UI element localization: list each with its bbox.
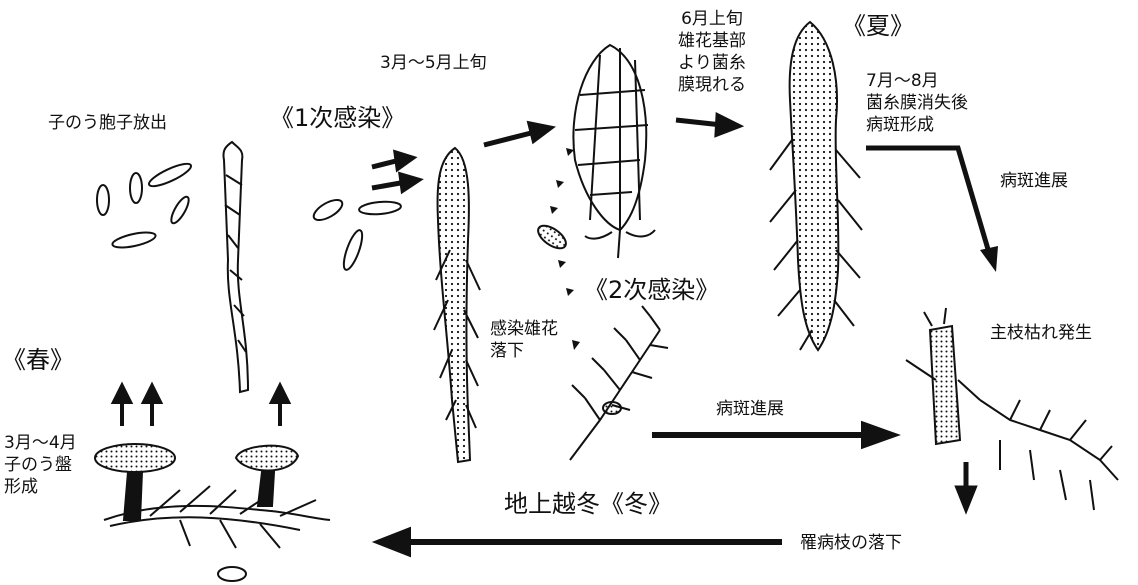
arrow-to-flower [484, 124, 550, 145]
apothecia-line-2: 子のう盤 [4, 454, 77, 476]
julaug-line-3: 病斑形成 [866, 114, 968, 136]
spring-up-arrows [114, 386, 288, 426]
secondary-infection-title: 《2次感染》 [584, 276, 719, 304]
ascospores-left [97, 160, 193, 251]
period-mar-may-label: 3月～5月上旬 [380, 52, 487, 74]
primary-infection-title: 《1次感染》 [270, 104, 405, 132]
lesion-progress-right-label: 病斑進展 [1000, 170, 1068, 192]
julaug-line-2: 菌糸膜消失後 [866, 92, 968, 114]
diseased-branch-fall-label: 罹病枝の落下 [800, 532, 902, 554]
apothecia-annotation: 3月～4月 子のう盤 形成 [4, 432, 77, 498]
primary-infection-arrows [372, 153, 418, 190]
june-line-4: 膜現れる [678, 74, 746, 96]
main-branch-blight-label: 主枝枯れ発生 [990, 322, 1092, 344]
julaug-annotation: 7月～8月 菌糸膜消失後 病斑形成 [866, 70, 968, 136]
season-summer: 《夏》 [842, 12, 914, 40]
ascus [223, 142, 248, 392]
apothecia-ground-branch [95, 444, 330, 581]
apothecia-line-1: 3月～4月 [4, 432, 77, 454]
summer-to-blight-arrow [866, 148, 990, 256]
infected-flower-annotation: 感染雄花 落下 [490, 318, 558, 362]
june-line-2: 雄花基部 [678, 30, 746, 52]
summer-to-blight-arrowhead [980, 246, 998, 272]
male-flower-cone [573, 45, 655, 258]
winter-arrow [380, 531, 782, 553]
falling-branch-arrow [958, 462, 974, 508]
infected-shoot [434, 148, 480, 462]
june-line-1: 6月上旬 [678, 8, 746, 30]
julaug-line-1: 7月～8月 [866, 70, 968, 92]
june-annotation: 6月上旬 雄花基部 より菌糸 膜現れる [678, 8, 746, 96]
june-line-3: より菌糸 [678, 52, 746, 74]
ascospore-release-label: 子のう胞子放出 [48, 112, 167, 134]
lesion-progress-middle-label: 病斑進展 [716, 398, 784, 420]
arrow-to-summer [676, 116, 738, 134]
ascospores-middle [311, 196, 402, 272]
middle-progress-arrow [652, 425, 892, 445]
infected-flower-line-2: 落下 [490, 340, 558, 362]
infected-flower-line-1: 感染雄花 [490, 318, 558, 340]
apothecia-line-3: 形成 [4, 476, 77, 498]
season-spring: 《春》 [2, 346, 74, 374]
summer-shoot [770, 22, 862, 350]
season-winter: 地上越冬《冬》 [504, 490, 672, 518]
